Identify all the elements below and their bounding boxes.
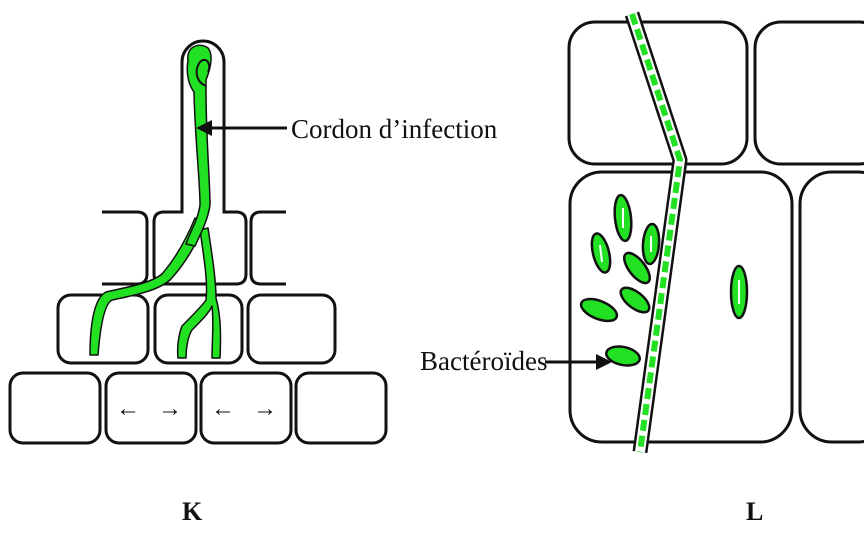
root-cell-k-middle-2 <box>155 295 242 363</box>
root-cell-l-top-right <box>755 22 864 164</box>
root-cell-k-top-left <box>102 212 147 284</box>
panel-l <box>569 22 864 442</box>
infection-thread-label: Cordon d’infection <box>291 114 498 144</box>
panel-label-k: K <box>182 497 203 526</box>
root-cell-k-middle-3 <box>248 295 335 363</box>
division-arrow-left: ← <box>116 396 140 422</box>
root-cell-k-bottom-4 <box>296 373 386 443</box>
division-arrow-left: ← <box>211 396 235 422</box>
division-arrow-right: → <box>158 396 182 422</box>
panel-label-l: L <box>746 497 763 526</box>
root-cell-k-top-right <box>251 212 286 284</box>
root-cell-k-bottom-1 <box>10 373 100 443</box>
bacteroids-label: Bactéroïdes <box>420 346 547 376</box>
division-arrow-right: → <box>253 396 277 422</box>
root-cell-l-bottom-right <box>800 172 864 442</box>
